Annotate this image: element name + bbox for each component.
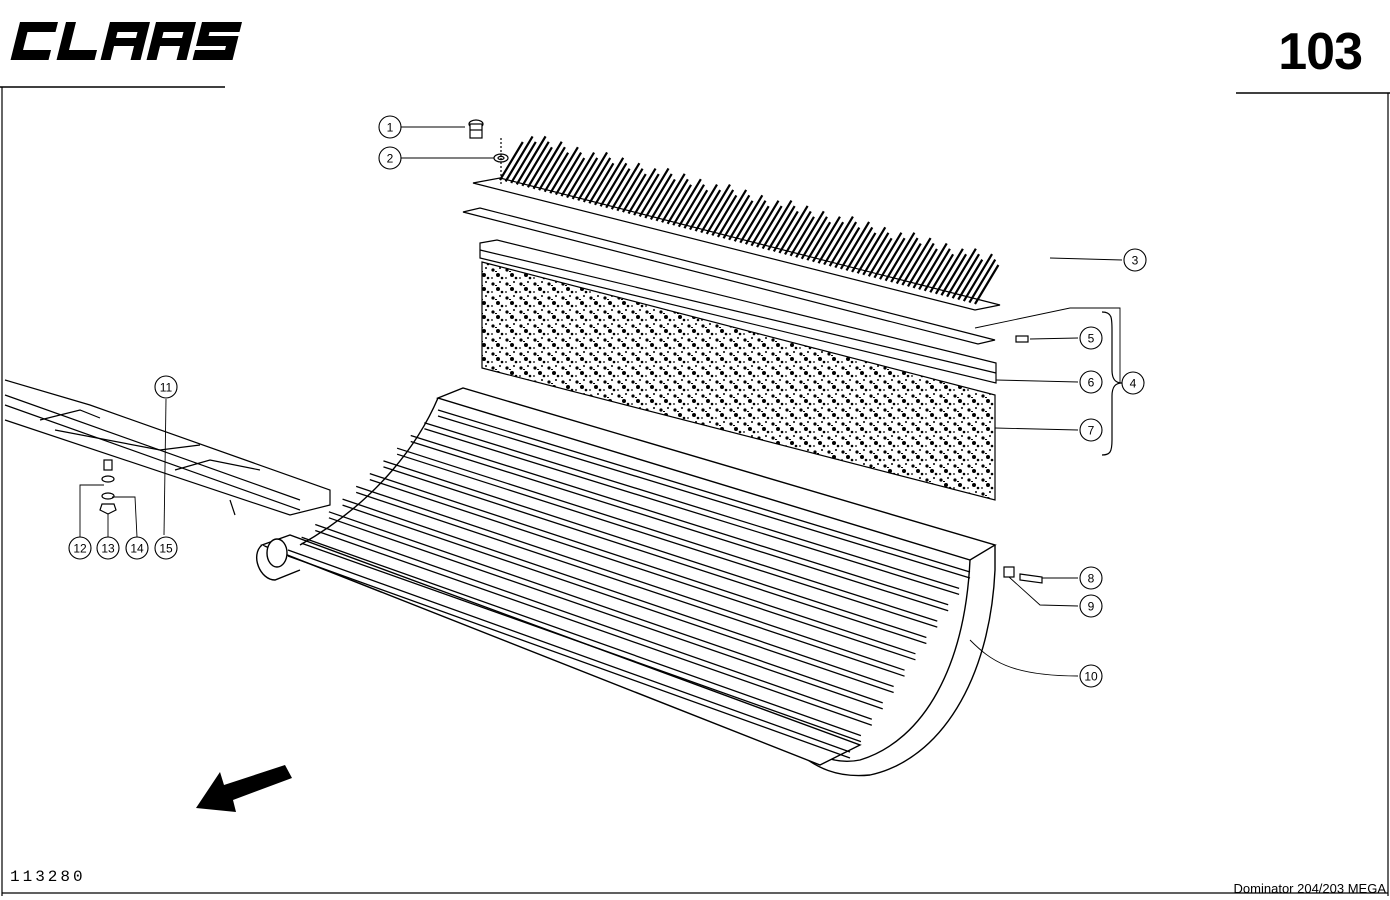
finger-comb (472, 135, 1001, 311)
callout-label: 4 (1130, 377, 1137, 391)
callout-label: 10 (1084, 670, 1098, 684)
grate-bars (287, 409, 971, 759)
callout-label: 9 (1088, 600, 1095, 614)
claas-logo (10, 22, 242, 60)
group-brace (1101, 311, 1123, 456)
hardware (99, 119, 1043, 584)
callout-4: 4 (1121, 371, 1145, 395)
screw-5 (1015, 335, 1029, 343)
nut-9 (1003, 566, 1015, 578)
callout-label: 15 (159, 542, 173, 556)
felt-mat (481, 261, 996, 501)
comb-fingers (499, 135, 1000, 305)
callout-14: 14 (125, 536, 149, 560)
callout-6: 6 (1079, 370, 1103, 394)
callout-label: 3 (1132, 254, 1139, 268)
leader-lines (79, 126, 1123, 677)
callout-2: 2 (378, 146, 402, 170)
callout-9: 9 (1079, 594, 1103, 618)
callout-label: 14 (130, 542, 144, 556)
callout-label: 2 (387, 152, 394, 166)
callout-1: 1 (378, 115, 402, 139)
callout-label: 7 (1088, 424, 1095, 438)
callout-label: 1 (387, 121, 394, 135)
callout-label: 5 (1088, 332, 1095, 346)
callout-label: 11 (160, 381, 173, 395)
callout-label: 13 (101, 542, 115, 556)
callout-3: 3 (1123, 248, 1147, 272)
drawing-number: 113280 (10, 868, 86, 886)
callout-label: 8 (1088, 572, 1095, 586)
callout-12: 12 (68, 536, 92, 560)
callout-7: 7 (1079, 418, 1103, 442)
model-name: Dominator 204/203 MEGA (1233, 881, 1386, 896)
callout-5: 5 (1079, 326, 1103, 350)
page-number: 103 (1278, 23, 1363, 81)
callout-10: 10 (1079, 664, 1103, 688)
callout-15: 15 (154, 536, 178, 560)
concave-grate (256, 387, 997, 777)
side-guide-rail (4, 379, 331, 516)
callout-11: 11 (154, 375, 178, 399)
callout-8: 8 (1079, 566, 1103, 590)
direction-arrow (196, 765, 292, 812)
clamp-strips (462, 207, 997, 384)
bolt-8 (1019, 573, 1043, 584)
callout-13: 13 (96, 536, 120, 560)
callout-label: 12 (73, 542, 87, 556)
callout-label: 6 (1088, 376, 1095, 390)
